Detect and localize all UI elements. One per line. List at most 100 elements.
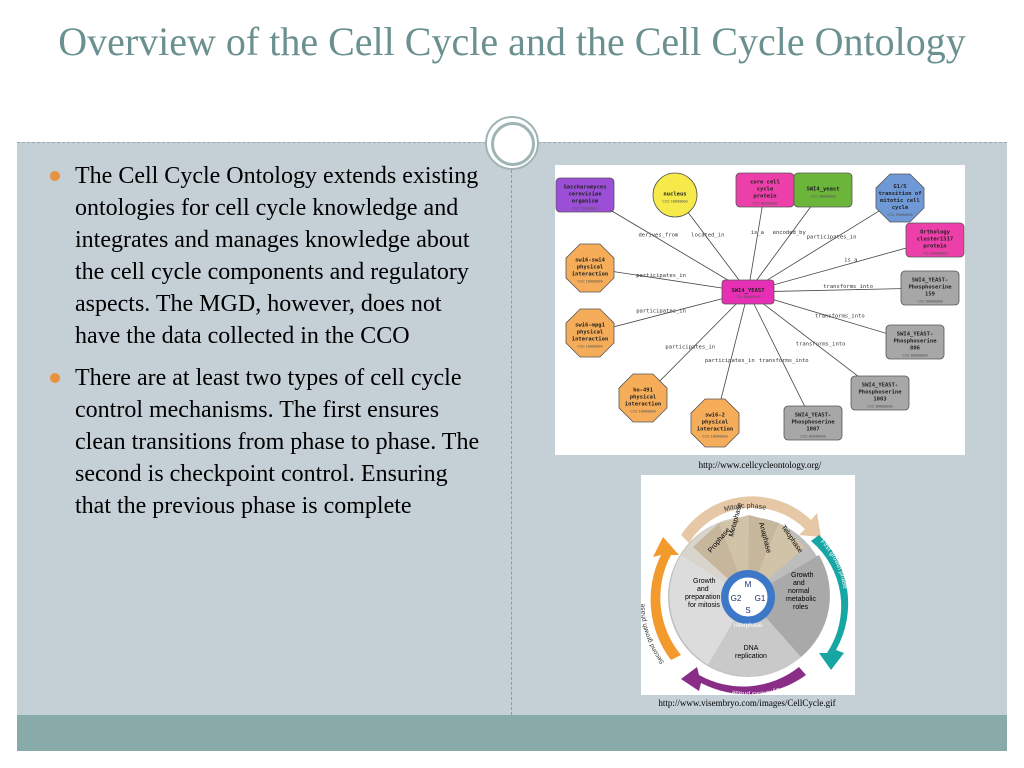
slide: Overview of the Cell Cycle and the Cell … <box>17 15 1007 751</box>
svg-text:Synthesis phase: Synthesis phase <box>731 686 781 695</box>
graph-center-id: CCO:B0000000 <box>735 295 760 299</box>
graph-center-label: SWI4_YEAST <box>731 288 765 294</box>
graph-node-label: physical <box>577 265 604 271</box>
sector-g2-low <box>669 555 748 665</box>
graph-node-label: interaction <box>572 272 608 278</box>
graph-edge-label: transforms_into <box>796 342 846 348</box>
bullet-item: The Cell Cycle Ontology extends existing… <box>47 160 487 352</box>
graph-node-label: physical <box>630 395 657 401</box>
graph-edge-label: derives_from <box>638 233 678 239</box>
graph-node-label: ho-491 <box>633 388 654 394</box>
graph-node-id: CCO:C0000000 <box>662 200 687 204</box>
graph-edge-label: participates_in <box>665 344 715 350</box>
synthesis-arrow <box>681 667 806 695</box>
sector-g1 <box>748 555 830 657</box>
graph-node-label: physical <box>577 330 604 336</box>
svg-text:Mitotic phase: Mitotic phase <box>723 503 766 513</box>
graph-node-id: CCO:I0000000 <box>577 345 602 349</box>
graph-node-label: 159 <box>925 292 935 298</box>
graph-node-label: Phosphoserine <box>791 420 835 426</box>
graph-node-label: Phosphoserine <box>858 390 902 396</box>
graph-node-label: mitotic cell <box>880 198 920 204</box>
hub-interphase-label: Interphase <box>734 623 763 629</box>
graph-node-label: physical <box>702 420 729 426</box>
column-divider <box>511 170 512 715</box>
hub-g1-label: G1 <box>755 594 766 603</box>
cell-cycle-figure: M G2 G1 S Interphase Prophase Metaphase … <box>639 475 855 697</box>
graph-node: SaccharomycescerevisiaeorganismCCO:T0000… <box>555 177 615 213</box>
graph-edge <box>747 239 936 293</box>
graph-node-id: CCO:B0000000 <box>800 435 825 439</box>
graph-node-label: G1/S <box>893 184 906 190</box>
graph-edge-label: participates_in <box>636 273 686 279</box>
mitotic-phase-label: Mitotic phase <box>723 503 766 513</box>
graph-edge <box>747 291 814 424</box>
graph-node-label: cluster1517 <box>917 237 953 243</box>
hub-g2-label: G2 <box>731 594 742 603</box>
second-growth-arrow <box>650 537 681 660</box>
sector-s <box>708 597 801 677</box>
graph-node-id: CCO:B0000000 <box>902 354 927 358</box>
graph-edge-label: participates_in <box>636 309 686 315</box>
graph-node-label: swi6-mpg1 <box>575 323 605 329</box>
graph-edge <box>747 287 931 293</box>
cell-cycle-figure-caption: http://www.visembryo.com/images/CellCycl… <box>658 698 836 708</box>
graph-node-label: 806 <box>910 346 921 352</box>
hub-s-label: S <box>745 606 750 615</box>
hub-center <box>727 576 769 618</box>
graph-node-label: SWI4_YEAST- <box>912 278 948 284</box>
graph-node-id: CCO:I0000000 <box>577 280 602 284</box>
graph-node-label: 1007 <box>806 427 819 433</box>
graph-node-label: protein <box>753 194 776 200</box>
graph-node-id: CCO:I0000000 <box>630 410 655 414</box>
graph-edge-label: transforms_into <box>815 314 865 320</box>
divider-circle-ornament <box>485 116 539 170</box>
graph-edge <box>747 197 901 293</box>
graph-node-id: CCO:I0000000 <box>702 435 727 439</box>
graph-edge <box>642 291 749 399</box>
graph-node-label: Phosphoserine <box>908 285 952 291</box>
graph-node-label: interaction <box>697 427 733 433</box>
first-growth-arrow <box>811 535 849 670</box>
graph-edge-label: encoded_by <box>773 230 807 236</box>
bullet-item: There are at least two types of cell cyc… <box>47 362 487 522</box>
graph-node-id: CCO:B0000000 <box>917 300 942 304</box>
graph-node-label: nucleus <box>663 192 686 198</box>
graph-node-label: swi6-2 <box>705 413 725 419</box>
graph-node-id: CCO:B0000000 <box>752 202 777 206</box>
graph-node-label: cycle <box>757 187 774 193</box>
graph-edge-label: participates_in <box>807 234 857 240</box>
footer-bar <box>17 715 1007 751</box>
graph-node-label: core cell <box>750 180 780 186</box>
graph-node-label: cycle <box>892 205 909 211</box>
graph-node-label: 1003 <box>873 397 886 403</box>
graph-edge-label: is_a <box>844 257 857 263</box>
graph-node-label: Saccharomyces <box>563 185 606 191</box>
graph-node-id: CCO:T0000000 <box>572 207 597 211</box>
graph-node-label: interaction <box>625 402 661 408</box>
graph-node-label: cerevisiae <box>568 192 602 198</box>
graph-node-label: organism <box>572 199 599 205</box>
graph-node-label: SWI4_yeast <box>806 187 839 193</box>
cco-figure-caption: http://www.cellcycleontology.org/ <box>698 460 822 470</box>
bullet-list: The Cell Cycle Ontology extends existing… <box>47 160 487 532</box>
cell-cycle-diagram: M G2 G1 S Interphase Prophase Metaphase … <box>639 496 849 697</box>
graph-node-id: CCO:P0000000 <box>887 213 912 217</box>
graph-node-label: swi6-swi4 <box>575 258 605 264</box>
graph-node-label: Orthology <box>920 230 950 236</box>
graph-node-id: CCO:B0000000 <box>867 405 892 409</box>
graph-node-label: interaction <box>572 337 608 343</box>
